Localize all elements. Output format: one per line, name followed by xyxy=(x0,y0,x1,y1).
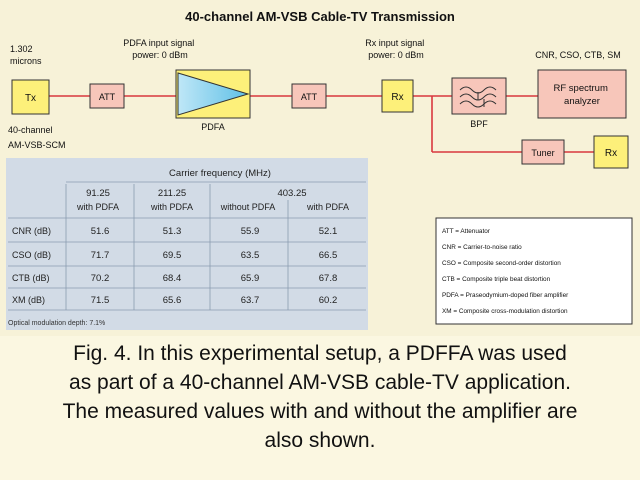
caption-line: Fig. 4. In this experimental setup, a PD… xyxy=(73,342,567,365)
table-cell: 67.8 xyxy=(319,273,338,284)
legend-item: CNR = Carrier-to-noise ratio xyxy=(442,244,522,251)
col-header-2: with PDFA xyxy=(150,202,193,212)
col-header-3: without PDFA xyxy=(220,202,276,212)
caption-line: as part of a 40-channel AM-VSB cable-TV … xyxy=(69,371,571,394)
tuner-box: Tuner xyxy=(521,139,565,165)
tuner-label: Tuner xyxy=(531,148,554,158)
caption-line: also shown. xyxy=(264,429,376,452)
setup-diagram: 40-channel AM-VSB Cable-TV Transmission … xyxy=(6,9,633,330)
caption-line: The measured values with and without the… xyxy=(62,400,578,423)
legend-item: CTB = Composite triple beat distortion xyxy=(442,276,551,283)
table-header-group: Carrier frequency (MHz) xyxy=(169,168,271,179)
row-label: CNR (dB) xyxy=(12,226,51,236)
table-cell: 51.3 xyxy=(163,226,182,237)
table-cell: 71.7 xyxy=(91,250,110,261)
rx-input-label: Rx input signal power: 0 dBm xyxy=(365,38,427,60)
diagram-title: 40-channel AM-VSB Cable-TV Transmission xyxy=(185,9,455,24)
table-row: CNR (dB) 51.6 51.3 55.9 52.1 xyxy=(12,226,337,237)
rx-box: Rx xyxy=(381,79,414,113)
signal-lines xyxy=(49,95,594,153)
pdfa-amplifier: PDFA xyxy=(175,69,251,132)
tx-box: Tx xyxy=(11,79,50,115)
table-footnote: Optical modulation depth: 7.1% xyxy=(8,320,105,327)
abbreviation-legend: ATT = Attenuator CNR = Carrier-to-noise … xyxy=(435,217,633,325)
legend-item: XM = Composite cross-modulation distorti… xyxy=(442,308,568,315)
freq-91: 91.25 xyxy=(86,188,110,199)
row-label: CSO (dB) xyxy=(12,250,51,260)
table-cell: 63.7 xyxy=(241,295,260,306)
attenuator-1-label: ATT xyxy=(99,92,116,102)
pdfa-label: PDFA xyxy=(201,122,225,132)
legend-item: ATT = Attenuator xyxy=(442,228,491,235)
table-cell: 69.5 xyxy=(163,250,182,261)
figure-caption: Fig. 4. In this experimental setup, a PD… xyxy=(0,336,640,480)
table-cell: 70.2 xyxy=(91,273,110,284)
rx-label: Rx xyxy=(391,92,403,103)
table-cell: 65.9 xyxy=(241,273,260,284)
table-row: CSO (dB) 71.7 69.5 63.5 66.5 xyxy=(12,250,337,261)
attenuator-2: ATT xyxy=(291,83,327,109)
table-cell: 71.5 xyxy=(91,295,110,306)
table-row: XM (dB) 71.5 65.6 63.7 60.2 xyxy=(12,295,337,306)
table-cell: 60.2 xyxy=(319,295,338,306)
pdfa-input-label: PDFA input signal power: 0 dBm xyxy=(123,38,197,60)
bandpass-filter: BPF xyxy=(451,77,507,129)
col-header-4: with PDFA xyxy=(306,202,349,212)
table-cell: 52.1 xyxy=(319,226,338,237)
legend-item: CSO = Composite second-order distortion xyxy=(442,260,561,267)
legend-item: PDFA = Praseodymium-doped fiber amplifie… xyxy=(442,292,569,299)
table-row: CTB (dB) 70.2 68.4 65.9 67.8 xyxy=(12,273,337,284)
attenuator-1: ATT xyxy=(89,83,125,109)
freq-403: 403.25 xyxy=(277,188,306,199)
rx-2-box: Rx xyxy=(593,135,629,169)
results-table: Carrier frequency (MHz) 91.25 211.25 403… xyxy=(6,158,368,330)
bpf-label: BPF xyxy=(470,119,488,129)
wavelength-label: 1.302 microns xyxy=(10,44,42,66)
filter-symbol-icon xyxy=(459,86,497,108)
row-label: CTB (dB) xyxy=(12,273,50,283)
rx-2-label: Rx xyxy=(605,148,617,159)
table-cell: 51.6 xyxy=(91,226,110,237)
tx-caption: 40-channel AM-VSB-SCM xyxy=(8,125,66,150)
col-header-1: with PDFA xyxy=(76,202,119,212)
table-cell: 63.5 xyxy=(241,250,260,261)
freq-211: 211.25 xyxy=(158,188,186,199)
table-cell: 65.6 xyxy=(163,295,182,306)
analyzer-measurements-label: CNR, CSO, CTB, SM xyxy=(535,50,621,60)
analyzer-label: RF spectrum analyzer xyxy=(553,83,610,107)
attenuator-2-label: ATT xyxy=(301,92,318,102)
table-cell: 66.5 xyxy=(319,250,338,261)
table-cell: 55.9 xyxy=(241,226,260,237)
tx-label: Tx xyxy=(25,93,36,104)
table-cell: 68.4 xyxy=(163,273,182,284)
rf-spectrum-analyzer: RF spectrum analyzer xyxy=(537,69,627,119)
row-label: XM (dB) xyxy=(12,295,45,305)
